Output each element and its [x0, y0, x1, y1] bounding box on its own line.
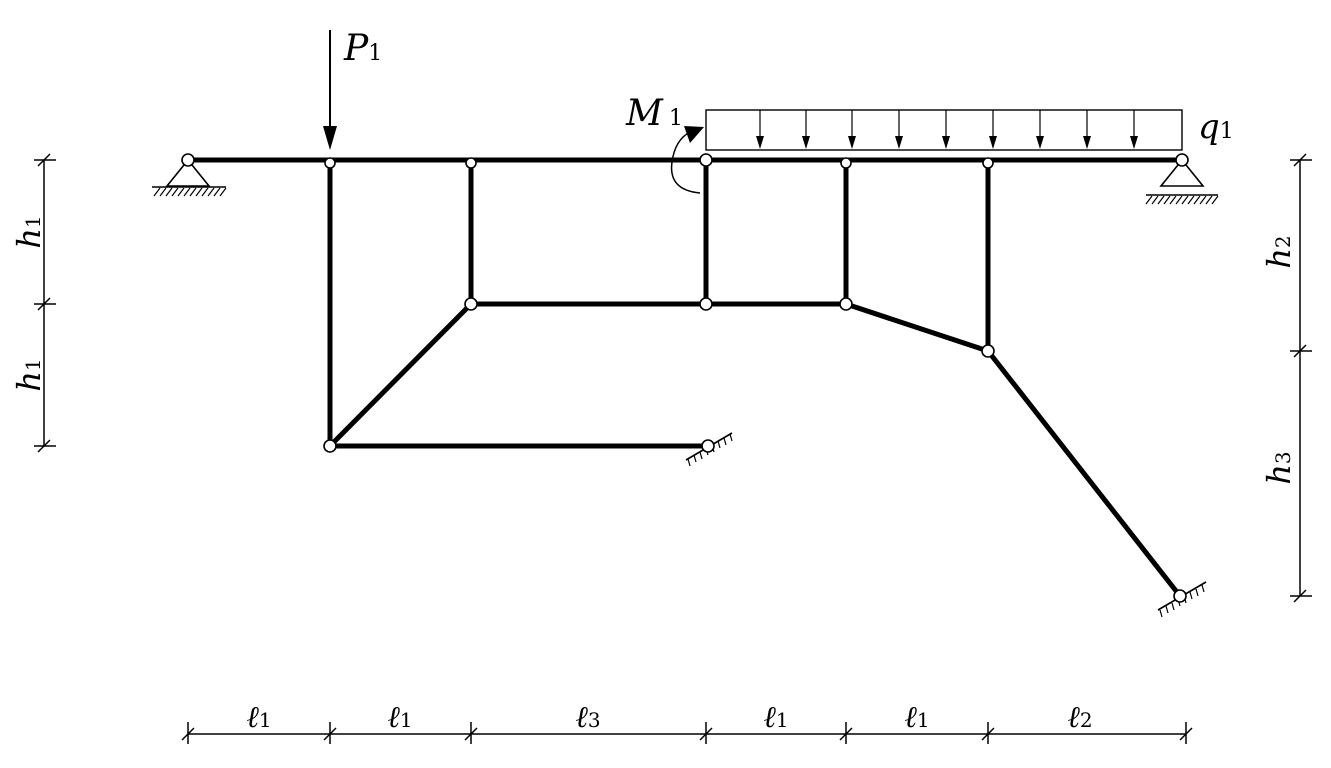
distributed-load-arrow: [1083, 110, 1091, 149]
dim-label-l3: ℓ3: [575, 700, 600, 735]
hinge: [699, 297, 713, 311]
dimension-left: h1 h1: [10, 153, 56, 453]
vertical-members: [327, 157, 991, 449]
load-label-p1: P1: [343, 28, 382, 69]
distributed-load-arrow: [942, 110, 950, 149]
hinge: [839, 297, 853, 311]
hinge: [323, 439, 337, 453]
distributed-load-arrow: [848, 110, 856, 149]
dim-label-h3: h3: [1260, 451, 1298, 484]
distributed-load-arrow: [989, 110, 997, 149]
dim-label-l1-a: ℓ1: [246, 700, 271, 735]
hinge: [982, 157, 994, 169]
distributed-load-arrow: [1130, 110, 1138, 149]
diagonal-member-left: [327, 301, 474, 449]
dim-label-l1-d: ℓ1: [904, 700, 929, 735]
hinge: [464, 297, 478, 311]
hinge: [465, 157, 477, 169]
load-label-q1: q1: [1198, 107, 1234, 147]
hinge: [981, 344, 995, 358]
roller-support-right: [1145, 158, 1219, 205]
sloped-member-right: [843, 301, 991, 354]
hinge: [1173, 589, 1187, 603]
distributed-load-arrow: [756, 110, 764, 149]
pin-support-left: [152, 158, 227, 197]
hinge: [840, 157, 852, 169]
hinge: [324, 157, 336, 169]
long-diagonal-member: [985, 348, 1183, 599]
hinge: [699, 153, 713, 167]
dim-label-l1-c: ℓ1: [763, 700, 788, 735]
hinge: [181, 153, 195, 167]
hinge: [1175, 153, 1189, 167]
distributed-load-arrow: [1036, 110, 1044, 149]
distributed-load-arrow: [802, 110, 810, 149]
dim-label-h1-bottom: h1: [10, 358, 48, 391]
dim-label-l2: ℓ2: [1067, 700, 1092, 735]
lower-members: [327, 301, 1183, 599]
hinges: [181, 153, 1189, 603]
hinge: [701, 439, 715, 453]
point-load-p1: P1: [323, 28, 382, 150]
dim-label-h1-top: h1: [10, 215, 48, 248]
dimension-bottom: ℓ1 ℓ1 ℓ3 ℓ1 ℓ1 ℓ2: [181, 700, 1193, 744]
dimension-right: h2 h3: [1260, 153, 1312, 603]
dim-label-h2: h2: [1260, 235, 1298, 268]
dim-label-l1-b: ℓ1: [387, 700, 412, 735]
distributed-load-q1: q1: [705, 107, 1234, 151]
distributed-load-arrow: [895, 110, 903, 149]
